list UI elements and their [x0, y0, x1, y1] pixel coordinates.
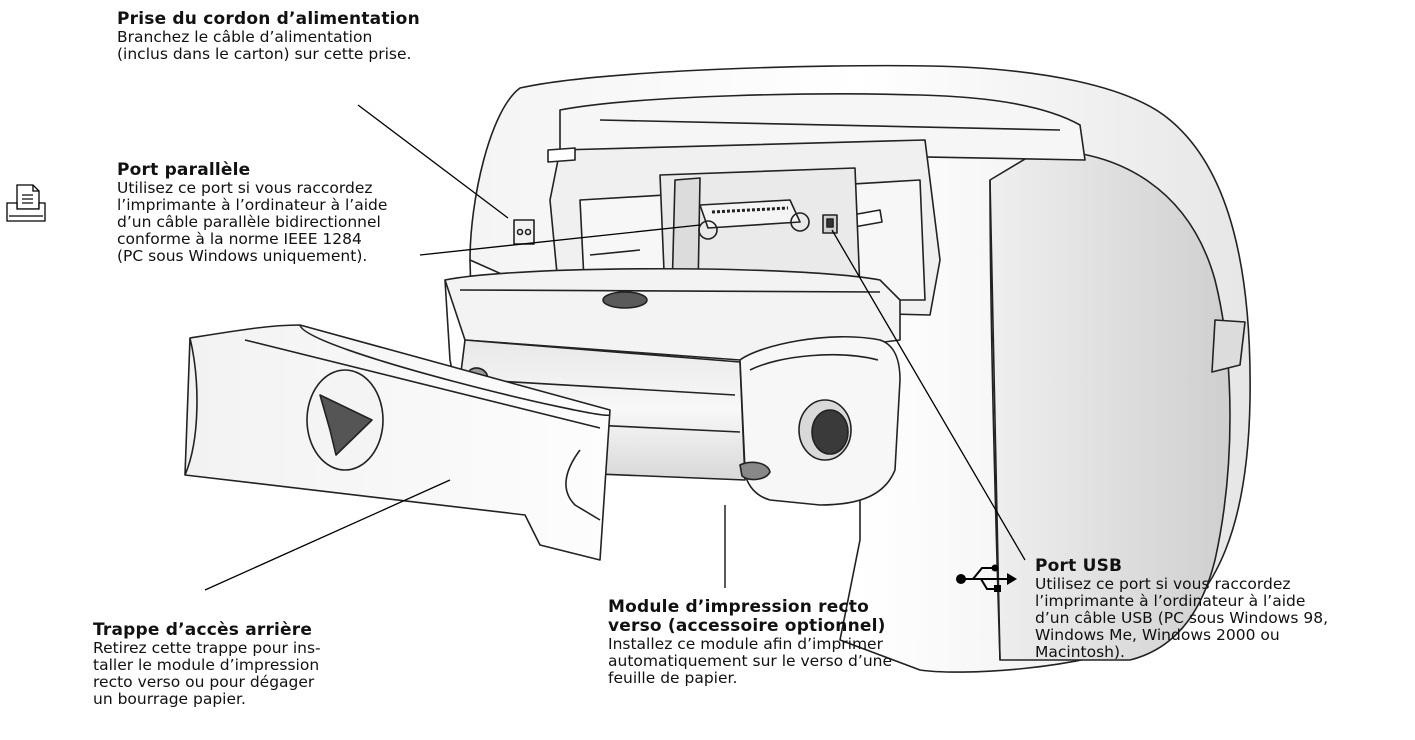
parallel-port-icon — [6, 184, 46, 222]
callout-power-title: Prise du cordon d’alimentation — [117, 9, 420, 29]
callout-rear-door-title: Trappe d’accès arrière — [93, 620, 313, 640]
callout-power-description: Branchez le câble d’alimentation (inclus… — [117, 28, 412, 63]
rear-access-door — [184, 324, 611, 561]
callout-duplex-module: Module d’impression recto verso (accesso… — [608, 598, 892, 687]
usb-icon — [956, 564, 1017, 592]
callout-usb-description: Utilisez ce port si vous raccordez l’imp… — [1035, 575, 1329, 661]
callout-rear-door-description: Retirez cette trappe pour ins- taller le… — [93, 639, 321, 708]
callout-usb-port: Port USB Utilisez ce port si vous raccor… — [1035, 557, 1328, 661]
leader-lines — [204, 104, 1026, 591]
callout-parallel-port: Port parallèle Utilisez ce port si vous … — [117, 161, 387, 265]
callout-duplex-title: Module d’impression recto verso (accesso… — [608, 597, 886, 636]
callout-parallel-title: Port parallèle — [117, 160, 251, 180]
callout-power-cord: Prise du cordon d’alimentation Branchez … — [117, 10, 420, 63]
callout-usb-title: Port USB — [1035, 556, 1123, 576]
callout-rear-access-door: Trappe d’accès arrière Retirez cette tra… — [93, 621, 321, 708]
callout-duplex-description: Installez ce module afin d’imprimer auto… — [608, 635, 893, 687]
callout-parallel-description: Utilisez ce port si vous raccordez l’imp… — [117, 179, 388, 265]
